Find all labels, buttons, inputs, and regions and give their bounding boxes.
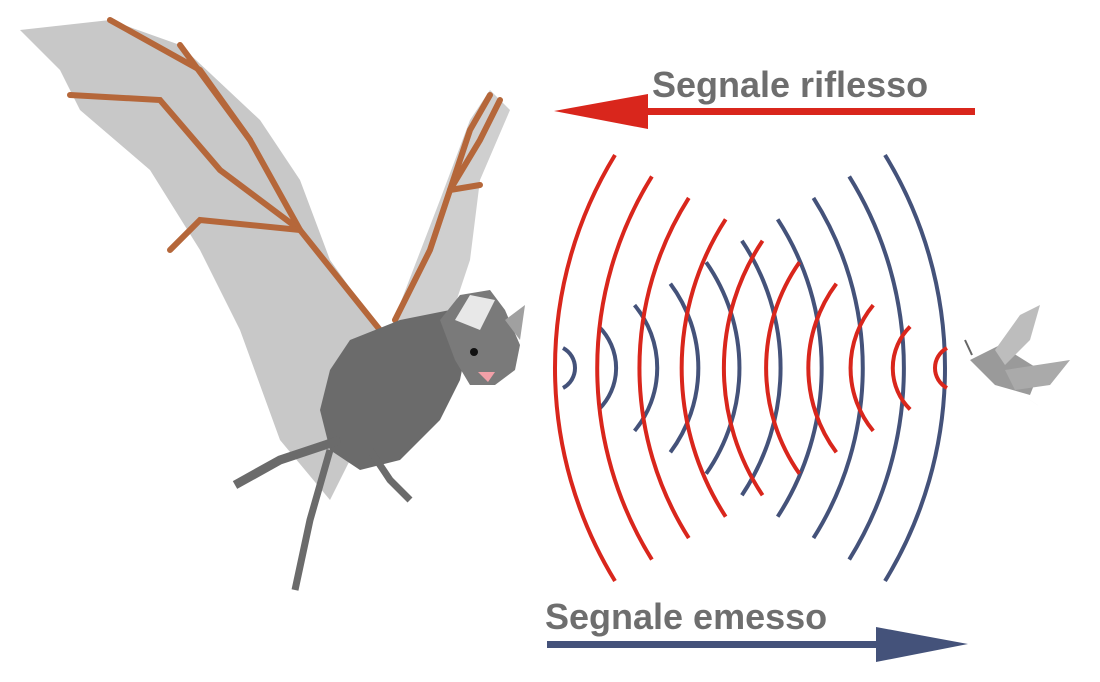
- wing-bones: [67, 17, 503, 333]
- bat-ear: [455, 295, 495, 330]
- bat-right-wing: [390, 90, 510, 340]
- bat-illustration: [20, 17, 525, 591]
- bat-eye: [470, 348, 478, 356]
- reflected-wave-arc: [637, 196, 691, 540]
- emitted-wave-arc: [740, 239, 783, 497]
- emitted-wave-arc: [704, 261, 742, 475]
- reflected-wave-arc: [679, 218, 728, 518]
- bat-ear-right: [505, 305, 525, 340]
- emitted-wave-arc: [883, 153, 947, 583]
- reflected-wave-arc: [595, 175, 654, 561]
- bat-mouth: [478, 372, 495, 382]
- bat-leg: [232, 435, 342, 489]
- emitted-wave-arc: [597, 325, 619, 411]
- emitted-wave-arc: [775, 218, 824, 518]
- reflected-signal-label: Segnale riflesso: [652, 64, 929, 105]
- reflected-arrow: [554, 94, 975, 129]
- reflected-wave-arc: [721, 239, 765, 497]
- reflected-wave-arc: [890, 325, 912, 411]
- emitted-wave-arc: [561, 346, 577, 390]
- emitted-wave-arc: [811, 196, 865, 540]
- emitted-arrow: [547, 627, 968, 662]
- emitted-signal-label: Segnale emesso: [545, 596, 828, 637]
- sound-waves: [553, 153, 949, 583]
- bat-foot: [367, 448, 413, 503]
- reflected-wave-arc: [933, 346, 949, 390]
- bat-left-wing: [20, 20, 380, 500]
- moth-illustration: [964, 305, 1070, 410]
- reflected-wave-arc: [764, 261, 802, 475]
- reflected-wave-arc: [806, 282, 838, 454]
- bat-body: [320, 310, 470, 470]
- emitted-wave-arc: [847, 175, 906, 561]
- reflected-wave-arc: [553, 153, 617, 583]
- bat-tail: [291, 449, 334, 591]
- emitted-wave-arc: [668, 282, 701, 454]
- reflected-wave-arc: [848, 303, 875, 433]
